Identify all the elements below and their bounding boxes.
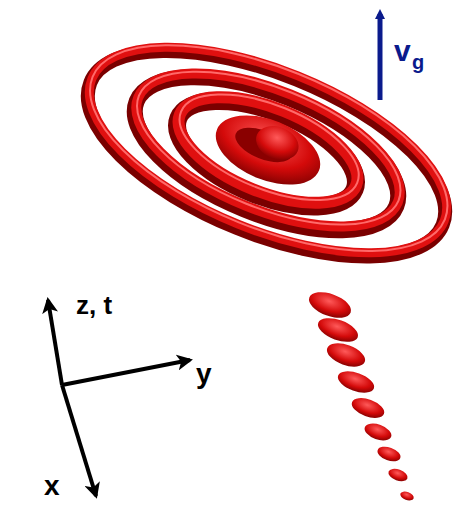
velocity-arrow bbox=[378, 14, 383, 100]
axis-label: z, t bbox=[76, 292, 112, 318]
velocity-symbol: v bbox=[394, 36, 411, 66]
velocity-subscript: g bbox=[412, 52, 424, 72]
axes bbox=[48, 300, 190, 496]
tail-pulses bbox=[306, 287, 415, 502]
rings bbox=[60, 3, 475, 299]
axis-label: x bbox=[44, 472, 60, 500]
axis-label: y bbox=[196, 360, 212, 388]
